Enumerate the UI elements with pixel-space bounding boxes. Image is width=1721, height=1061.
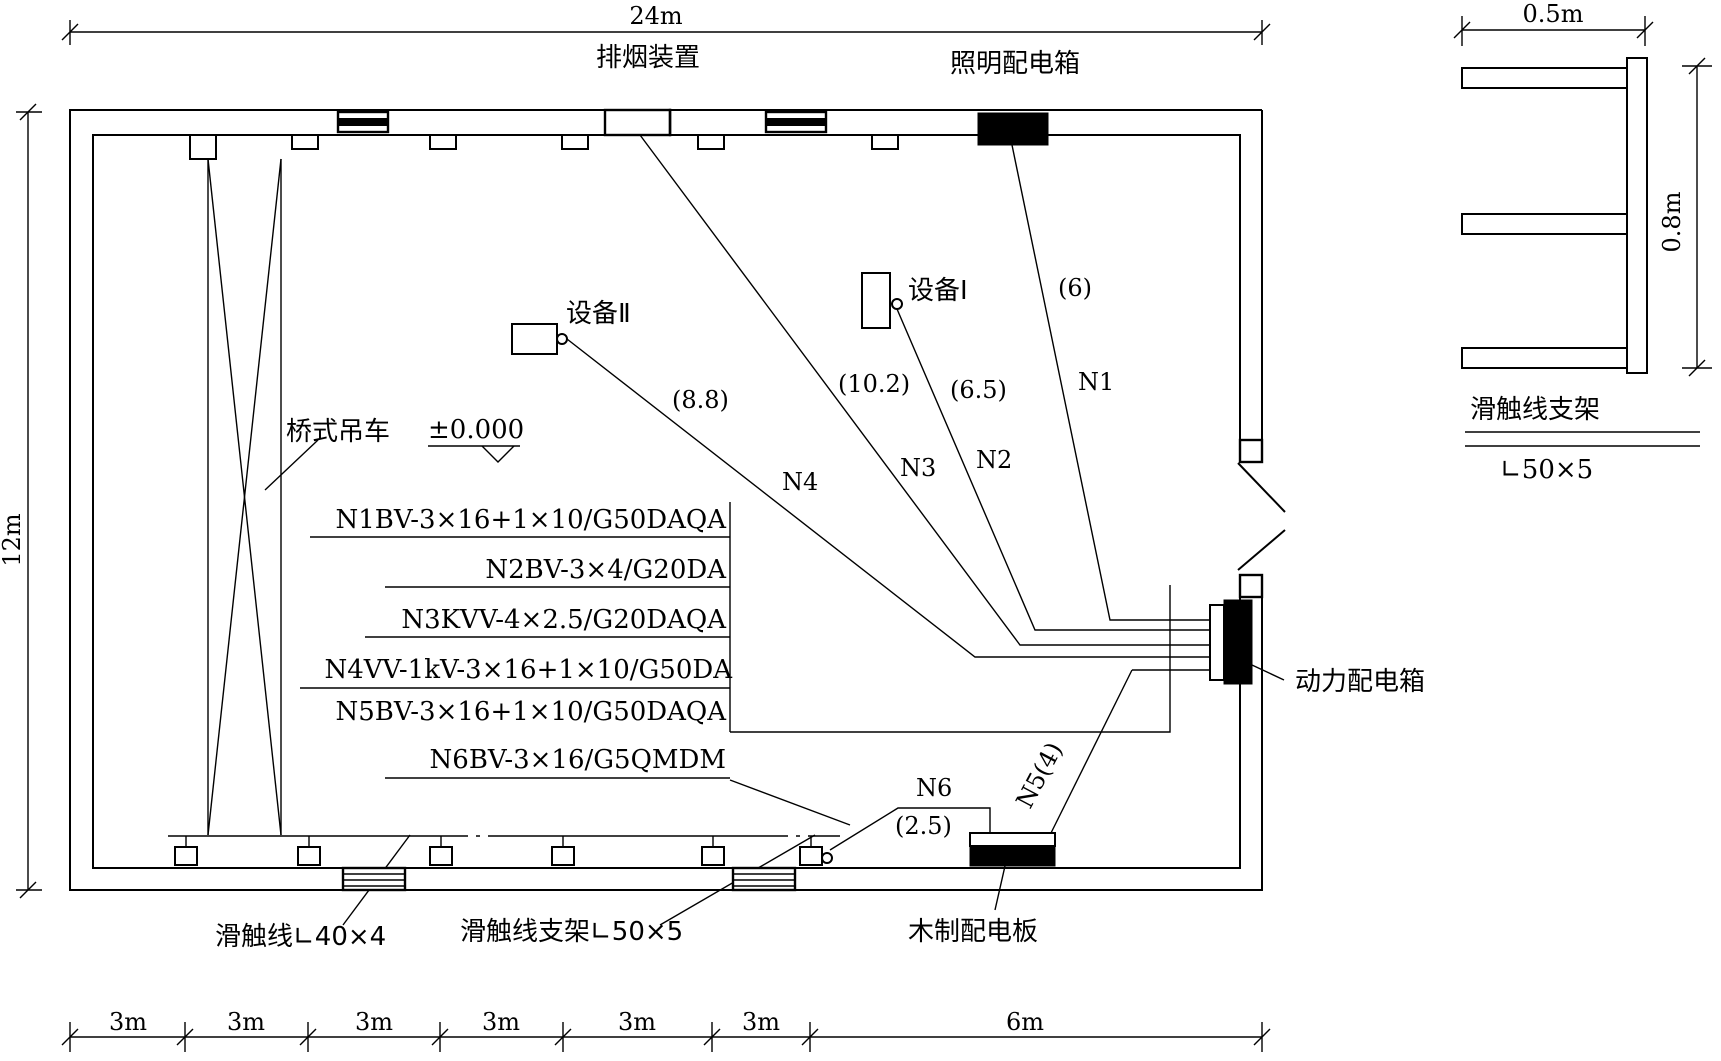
smoke-exhaust-label: 排烟装置 [596,43,700,73]
dim-bay-4: 3m [482,1008,520,1036]
power-box-label: 动力配电箱 [1295,667,1425,697]
circuit-labels: (6) N1 (6.5) N2 (10.2) N3 (8.8) N4 N5(4)… [672,274,1114,840]
bottom-dimension: 3m 3m 3m 3m 3m 3m 6m [61,1008,1271,1052]
dim-total-height: 12m [0,513,26,567]
elevation-mark: ±0.000 [428,415,524,463]
dim-total-width: 24m [629,2,683,30]
legend-n1: N1BV-3×16+1×10/G50DAQA [335,505,727,535]
circuit-n1-label: N1 [1078,368,1114,396]
power-box: 动力配电箱 [1209,599,1425,697]
circuit-n1-length: (6) [1058,274,1092,302]
circuit-n4-length: (8.8) [672,386,729,414]
building-walls [69,109,1286,891]
dim-bay-2: 3m [227,1008,265,1036]
bracket-detail-title: 滑触线支架 [1470,395,1600,425]
circuit-legend: N1BV-3×16+1×10/G50DAQA N2BV-3×4/G20DA N3… [300,502,733,779]
bracket-detail: 0.5m 0.8m 滑触线支架 ∟50×5 [1453,0,1712,485]
smoke-exhaust-device: 排烟装置 [596,43,700,137]
dim-bay-1: 3m [109,1008,147,1036]
top-windows [336,110,828,134]
legend-n5: N5BV-3×16+1×10/G50DAQA [335,697,727,727]
bridge-crane: 桥式吊车 [207,158,390,836]
circuit-wiring [566,134,1210,851]
legend-n2: N2BV-3×4/G20DA [485,555,727,585]
circuit-n3-label: N3 [900,454,936,482]
dim-bay-last: 6m [1006,1008,1044,1036]
trolley-bracket-label: 滑触线支架∟50×5 [460,917,683,947]
bracket-width-dim: 0.5m [1523,0,1584,28]
bracket-detail-spec: ∟50×5 [1500,455,1593,485]
circuit-n4-label: N4 [782,468,818,496]
crane-label: 桥式吊车 [286,417,390,447]
elevation-label: ±0.000 [428,415,524,445]
dim-bay-5: 3m [618,1008,656,1036]
trolley-line-label: 滑触线∟40×4 [215,922,386,952]
top-dimension: 24m [61,2,1271,45]
legend-n6: N6BV-3×16/G5QMDM [430,745,726,775]
trolley-line: 滑触线∟40×4 滑触线支架∟50×5 [168,834,840,952]
bracket-height-dim: 0.8m [1658,191,1686,252]
circuit-n5-label: N5(4) [1011,738,1069,813]
wood-panel: 木制配电板 [908,832,1056,947]
legend-n4: N4VV-1kV-3×16+1×10/G50DA [324,655,733,685]
lighting-box: 照明配电箱 [950,49,1080,146]
device-2-label: 设备Ⅱ [566,299,631,329]
device-1: 设备Ⅰ [861,272,968,329]
top-columns [189,134,899,160]
device-2: 设备Ⅱ [511,299,631,355]
dim-bay-6: 3m [742,1008,780,1036]
circuit-n6-length: (2.5) [895,812,952,840]
left-dimension: 12m [0,103,42,899]
circuit-n2-label: N2 [976,446,1012,474]
dim-bay-3: 3m [355,1008,393,1036]
circuit-n3-length: (10.2) [838,370,910,398]
circuit-n2-length: (6.5) [950,376,1007,404]
bottom-openings [341,866,797,892]
device-1-label: 设备Ⅰ [908,276,968,306]
circuit-n6-label: N6 [916,774,952,802]
legend-n3: N3KVV-4×2.5/G20DAQA [401,605,727,635]
wood-panel-label: 木制配电板 [908,917,1038,947]
lighting-box-label: 照明配电箱 [950,49,1080,79]
